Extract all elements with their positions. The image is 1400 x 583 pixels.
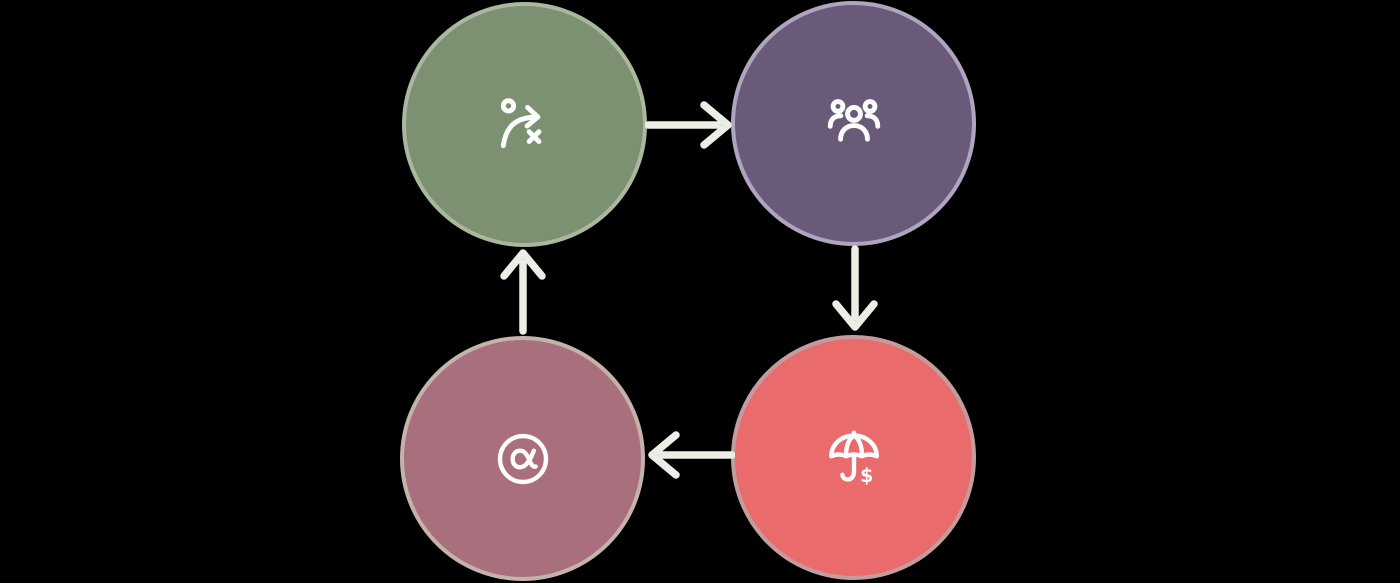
- umbrella-dollar-icon: $: [828, 429, 879, 486]
- strategy-icon: [500, 97, 541, 148]
- node-people-group: [731, 1, 976, 246]
- arrow-down-icon: [832, 245, 878, 331]
- node-alpha: [400, 336, 645, 581]
- node-strategy: [402, 2, 647, 247]
- dollar-glyph: $: [860, 463, 873, 486]
- people-group-icon: [827, 98, 880, 142]
- arrow-up-icon: [500, 249, 546, 335]
- alpha-icon: [497, 433, 548, 484]
- node-umbrella-dollar: $: [731, 335, 976, 580]
- arrow-left-icon: [648, 431, 735, 479]
- arrow-right-icon: [645, 101, 732, 149]
